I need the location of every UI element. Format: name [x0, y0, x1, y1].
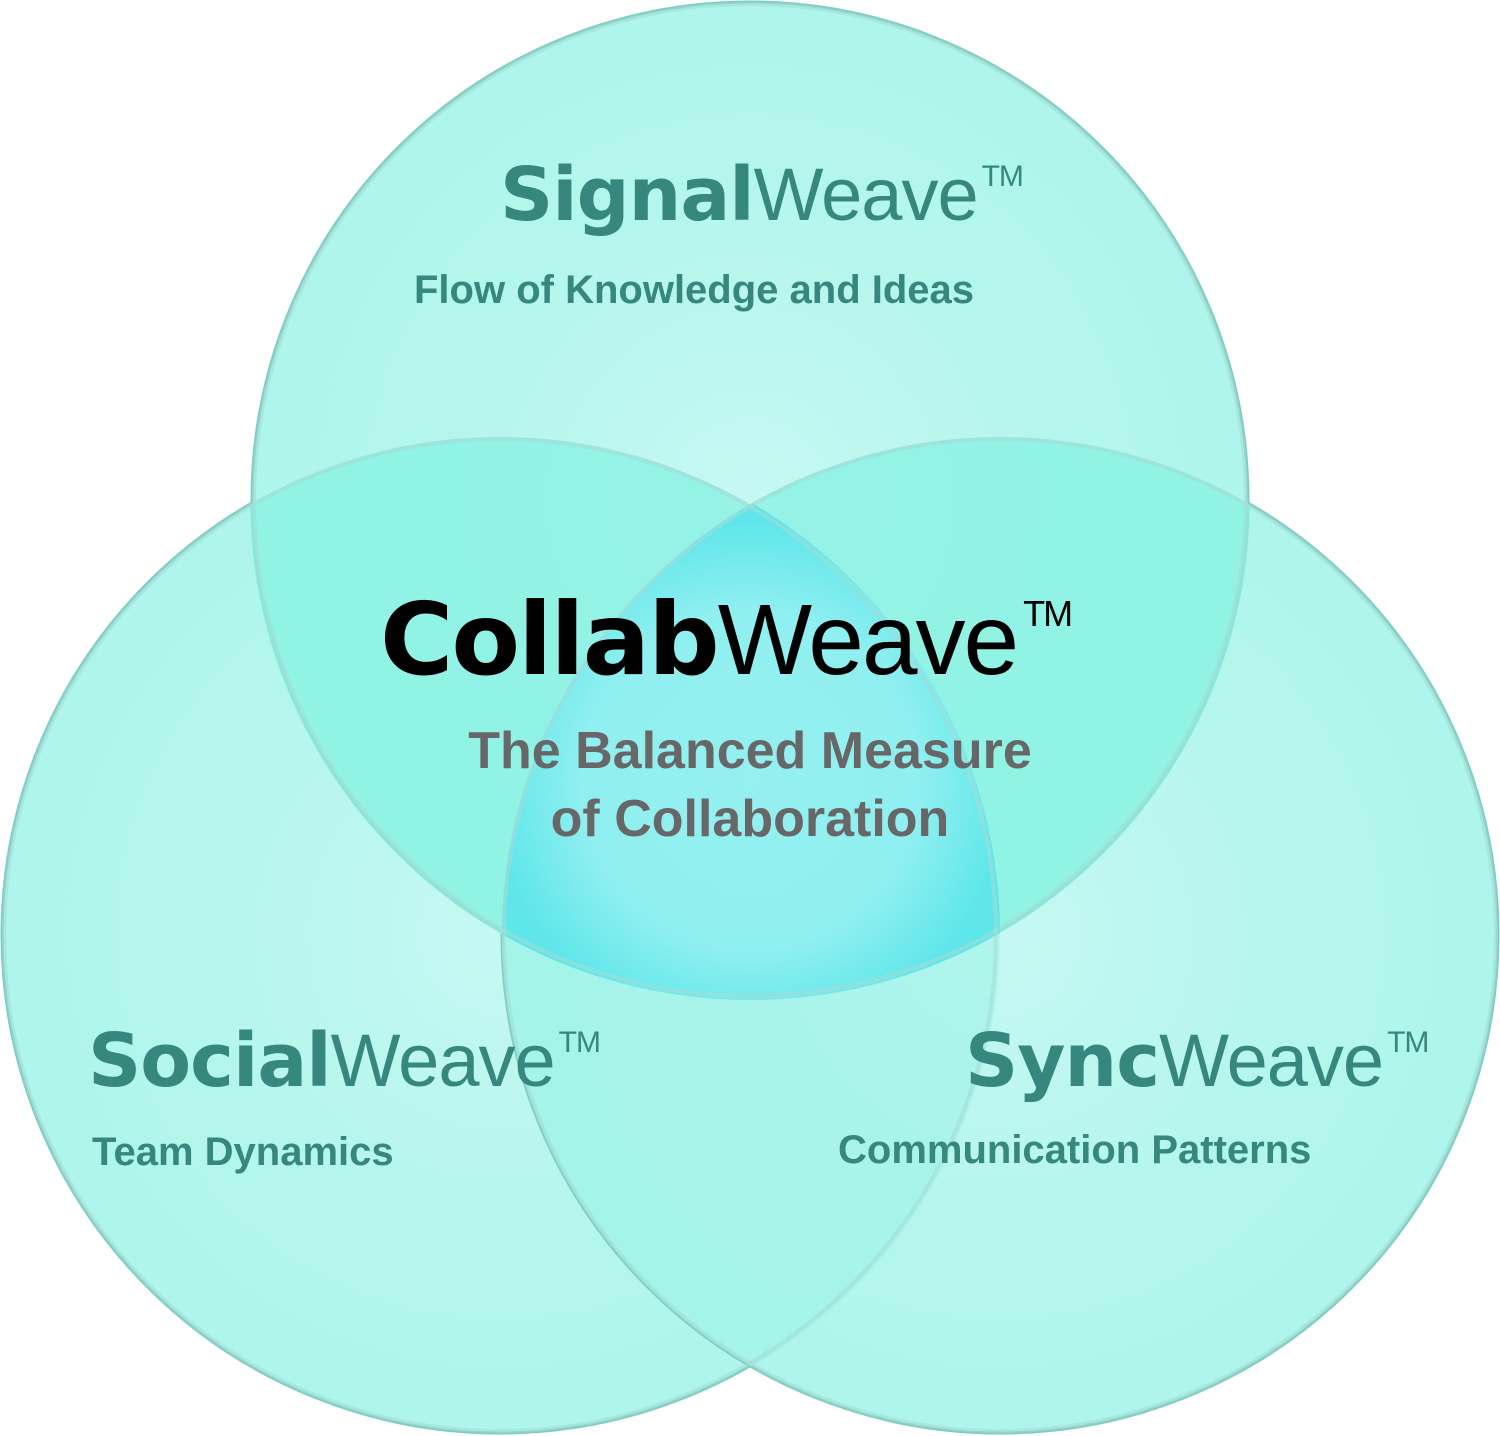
socialweave-light: Weave [330, 1019, 556, 1102]
socialweave-bold: Social [88, 1018, 332, 1104]
syncweave-bold: Sync [965, 1018, 1160, 1104]
trademark-symbol: TM [981, 160, 1024, 193]
collabweave-bold: Collab [380, 581, 720, 698]
collabweave-subtitle: The Balanced Measure of Collaboration [400, 718, 1100, 853]
collabweave-subtitle-line2: of Collaboration [550, 789, 950, 848]
collabweave-light: Weave [717, 584, 1019, 696]
syncweave-subtitle: Communication Patterns [838, 1128, 1312, 1172]
syncweave-light: Weave [1159, 1019, 1384, 1102]
collabweave-subtitle-line1: The Balanced Measure [468, 722, 1032, 780]
signalweave-subtitle: Flow of Knowledge and Ideas [414, 268, 975, 312]
signalweave-bold: Signal [500, 152, 755, 238]
signalweave-light: Weave [753, 153, 979, 236]
trademark-symbol: TM [558, 1026, 601, 1059]
trademark-symbol: TM [1023, 593, 1073, 634]
trademark-symbol: TM [1387, 1026, 1429, 1059]
overlap-center-collabweave [502, 437, 1000, 1000]
socialweave-subtitle: Team Dynamics [92, 1130, 394, 1174]
